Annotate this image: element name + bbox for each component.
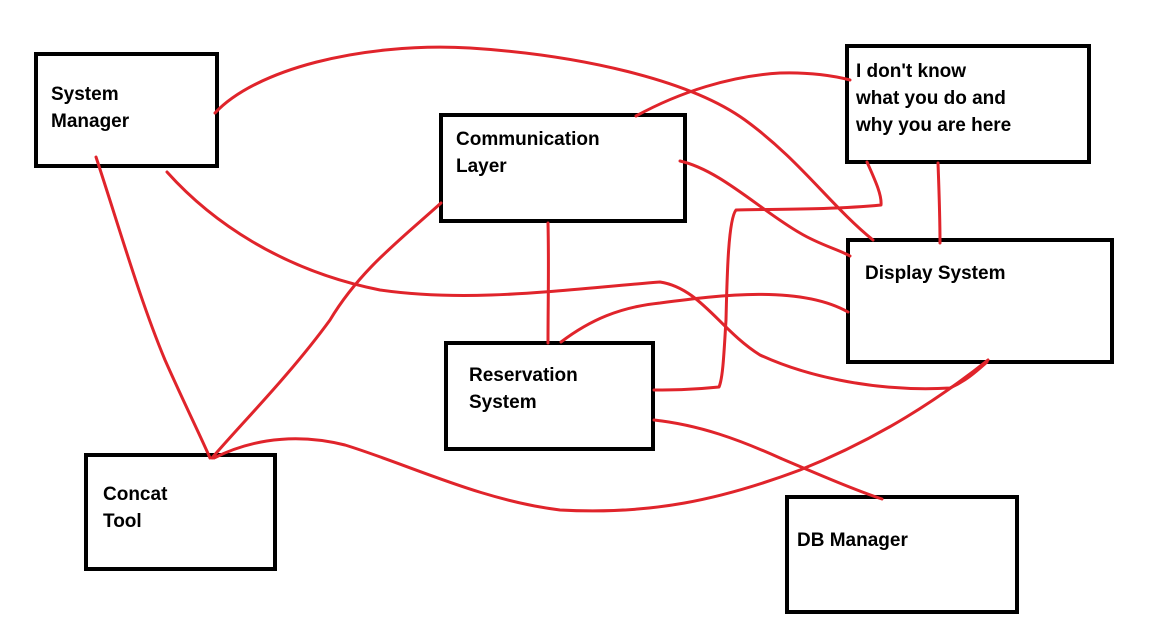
node-communication-layer[interactable]: Communication Layer [439, 113, 687, 223]
node-concat-tool[interactable]: Concat Tool [84, 453, 277, 571]
node-db-manager-label: DB Manager [797, 527, 908, 554]
node-unknown[interactable]: I don't know what you do and why you are… [845, 44, 1091, 164]
connector-communication-layer-to-concat-tool [210, 201, 443, 460]
node-display-system[interactable]: Display System [846, 238, 1114, 364]
node-system-manager[interactable]: System Manager [34, 52, 219, 168]
connector-system-manager-to-concat-tool [94, 155, 212, 460]
connector-reservation-system-to-display-system [559, 292, 850, 344]
node-label-line: Concat [103, 484, 168, 505]
node-label-line: Reservation [469, 365, 578, 386]
node-label-line: Communication [456, 129, 600, 150]
node-label-line: System [51, 84, 119, 105]
connector-communication-layer-to-unknown [634, 71, 852, 118]
node-reservation-system-label: Reservation System [469, 362, 578, 416]
node-system-manager-label: System Manager [51, 81, 129, 135]
connector-reservation-system-to-db-manager [652, 418, 884, 501]
connector-unknown-to-display-system [936, 161, 942, 245]
node-label-line: Tool [103, 511, 142, 532]
node-db-manager[interactable]: DB Manager [785, 495, 1019, 614]
node-concat-tool-label: Concat Tool [103, 481, 167, 535]
connector-communication-layer-to-display-system [678, 159, 852, 258]
node-display-system-label: Display System [865, 260, 1005, 287]
node-label-line: why you are here [856, 115, 1012, 136]
node-label-line: I don't know [856, 61, 967, 82]
node-label-line: System [469, 392, 537, 413]
node-label-line: Display System [865, 263, 1006, 284]
node-reservation-system[interactable]: Reservation System [444, 341, 655, 451]
node-label-line: Layer [456, 156, 507, 177]
node-label-line: what you do and [856, 88, 1006, 109]
node-unknown-label: I don't know what you do and why you are… [856, 58, 1011, 139]
node-label-line: DB Manager [797, 530, 908, 551]
node-communication-layer-label: Communication Layer [456, 126, 600, 180]
node-label-line: Manager [51, 111, 130, 132]
